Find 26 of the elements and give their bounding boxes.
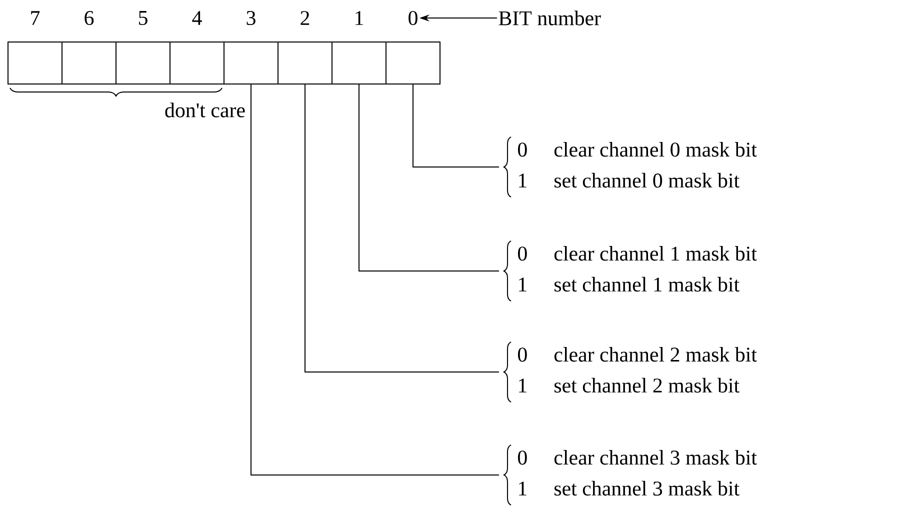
option-list: 0 clear channel 3 mask bit 1 set channel 3 mask bit (504, 444, 757, 506)
bit-cell: 1 (332, 11, 386, 84)
node-label: 1 (356, 11, 363, 25)
bit-cell: 2 (278, 11, 332, 84)
option-list: 0 clear channel 0 mask bit 1 set channel 0 mask bit (504, 136, 757, 198)
bit-cell: 7 (8, 11, 62, 84)
node-label: 3 (246, 10, 256, 26)
option-list: 0 clear channel 2 mask bit 1 set channel 2 mask bit (504, 341, 757, 403)
bit-number-label: BIT number (498, 10, 601, 26)
bit-cell: 0 (386, 10, 440, 84)
node-label: 7 (31, 11, 40, 25)
connector-line (250, 84, 500, 476)
bit-cell: 6 (62, 10, 116, 84)
bracket-label: don't care (165, 102, 245, 118)
connector-line (358, 84, 500, 272)
option-list: 0 clear channel 1 mask bit 1 set channel 1 mask bit (504, 240, 757, 302)
bit-cell: 3 (224, 10, 278, 84)
bit-cell: 4 (170, 11, 224, 84)
node-label: 5 (138, 11, 148, 25)
connector-line (304, 84, 500, 372)
node-label: 0 (408, 10, 418, 26)
node-label: 4 (192, 11, 202, 25)
connector-line (412, 84, 500, 168)
bit-cell: 5 (116, 11, 170, 84)
node-label: 2 (300, 11, 310, 25)
node-label: 6 (84, 10, 94, 26)
